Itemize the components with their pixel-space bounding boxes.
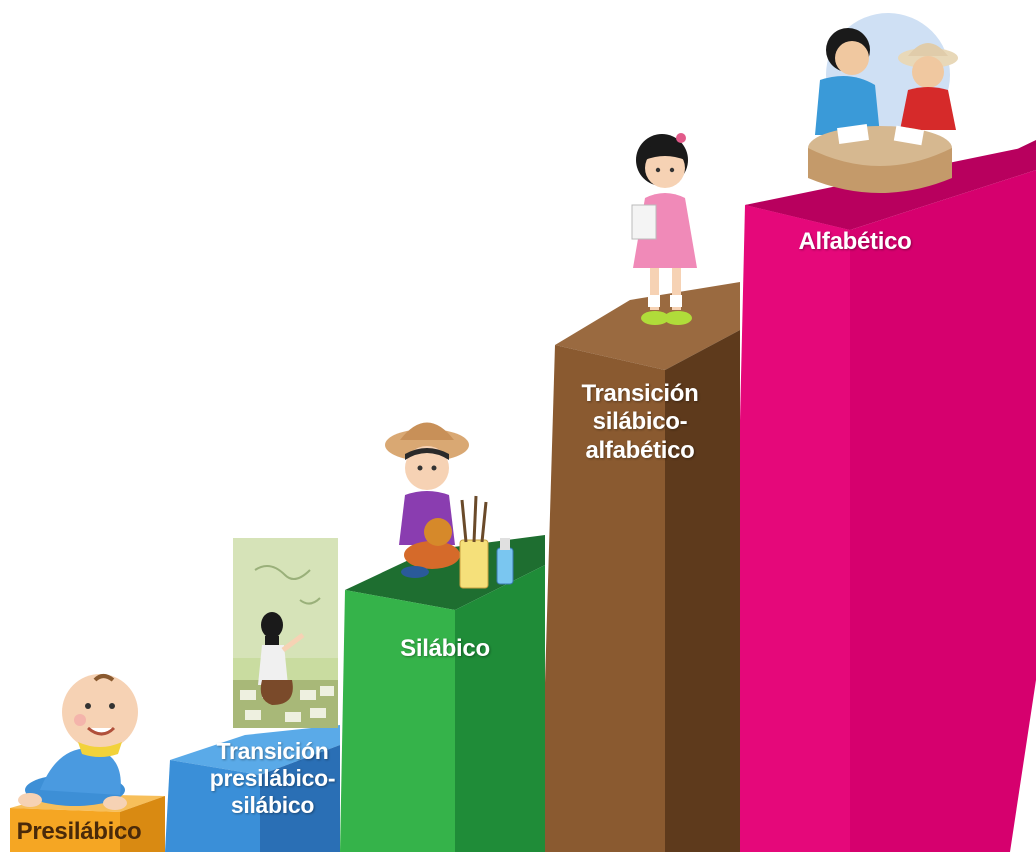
step-label-transicion-silabico-alfabetico: Transición silábico- alfabético bbox=[581, 380, 699, 464]
girl-writing-on-wall-photo bbox=[233, 538, 338, 728]
girl-holding-paper-figure bbox=[631, 133, 697, 325]
crawling-baby-figure bbox=[18, 674, 138, 810]
step-transicion-presilabico-silabico-block bbox=[165, 725, 340, 852]
step-label-alfabetico: Alfabético bbox=[798, 228, 912, 255]
step-label-presilabico: Presilábico bbox=[16, 818, 142, 845]
step-label-silabico: Silábico bbox=[400, 635, 490, 662]
step-transicion-silabico-alfabetico-block bbox=[540, 282, 740, 852]
step-silabico-block bbox=[340, 535, 545, 852]
boy-with-hat-sitting-figure bbox=[385, 422, 514, 589]
step-label-transicion-presilabico-silabico: Transición presilábico- silábico bbox=[209, 738, 336, 819]
step-alfabetico-block bbox=[730, 140, 1036, 852]
children-at-table-figure bbox=[808, 13, 958, 193]
